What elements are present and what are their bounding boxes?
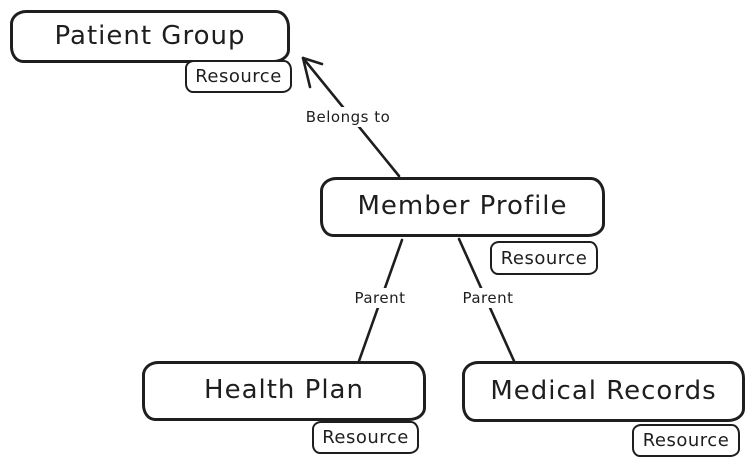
node-member-profile-label: Member Profile — [357, 191, 568, 221]
badge-medical-records-resource: Resource — [632, 424, 740, 457]
node-health-plan-label: Health Plan — [204, 375, 364, 405]
badge-health-plan-resource: Resource — [312, 421, 419, 454]
node-patient-group: Patient Group — [10, 10, 290, 63]
node-patient-group-label: Patient Group — [54, 20, 246, 51]
arrowhead-icon — [301, 56, 324, 89]
edge-label-belongs-to: Belongs to — [302, 107, 394, 127]
edge-label-parent-right: Parent — [459, 288, 517, 308]
node-member-profile: Member Profile — [320, 177, 605, 237]
node-medical-records-label: Medical Records — [490, 375, 717, 406]
node-health-plan: Health Plan — [142, 361, 426, 421]
badge-patient-group-resource: Resource — [185, 60, 292, 93]
badge-member-profile-resource: Resource — [490, 241, 598, 275]
node-medical-records: Medical Records — [462, 361, 745, 422]
edge-label-parent-left: Parent — [351, 288, 409, 308]
